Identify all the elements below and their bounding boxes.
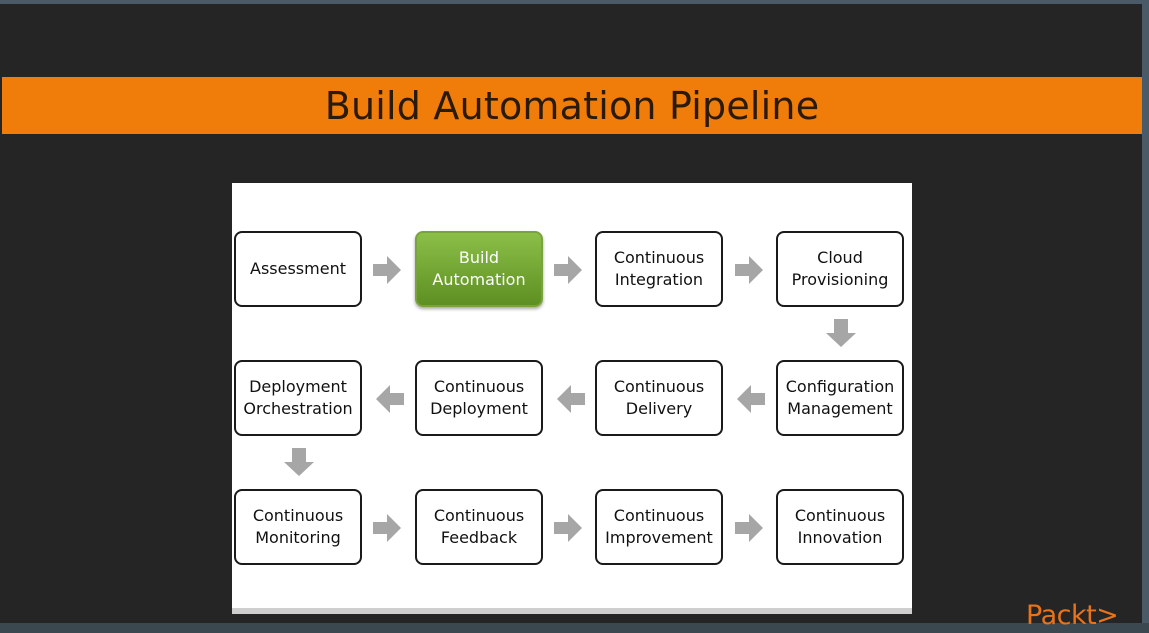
arrow-left-icon: [376, 385, 404, 413]
step-build-automation: Build Automation: [415, 231, 543, 307]
step-continuous-integration: Continuous Integration: [595, 231, 723, 307]
step-continuous-monitoring: Continuous Monitoring: [234, 489, 362, 565]
arrow-right-icon: [735, 256, 763, 284]
panel-bottom-edge: [232, 608, 912, 614]
step-configuration-management: Configuration Management: [776, 360, 904, 436]
slide-title: Build Automation Pipeline: [324, 83, 820, 128]
packt-logo: Packt>: [1026, 600, 1119, 631]
arrow-right-icon: [554, 514, 582, 542]
arrow-right-icon: [373, 256, 401, 284]
arrow-down-icon: [284, 448, 314, 476]
step-continuous-feedback: Continuous Feedback: [415, 489, 543, 565]
arrow-left-icon: [557, 385, 585, 413]
top-strip: [0, 0, 1149, 4]
pipeline-diagram: Assessment Build Automation Continuous I…: [232, 183, 912, 614]
step-cloud-provisioning: Cloud Provisioning: [776, 231, 904, 307]
step-continuous-improvement: Continuous Improvement: [595, 489, 723, 565]
arrow-left-icon: [737, 385, 765, 413]
step-assessment: Assessment: [234, 231, 362, 307]
bottom-strip: [0, 623, 1149, 633]
arrow-down-icon: [826, 319, 856, 347]
title-bar: Build Automation Pipeline: [2, 77, 1142, 134]
right-edge: [1142, 0, 1149, 633]
step-continuous-innovation: Continuous Innovation: [776, 489, 904, 565]
step-continuous-deployment: Continuous Deployment: [415, 360, 543, 436]
arrow-right-icon: [554, 256, 582, 284]
step-deployment-orchestration: Deployment Orchestration: [234, 360, 362, 436]
arrow-right-icon: [373, 514, 401, 542]
arrow-right-icon: [735, 514, 763, 542]
step-continuous-delivery: Continuous Delivery: [595, 360, 723, 436]
